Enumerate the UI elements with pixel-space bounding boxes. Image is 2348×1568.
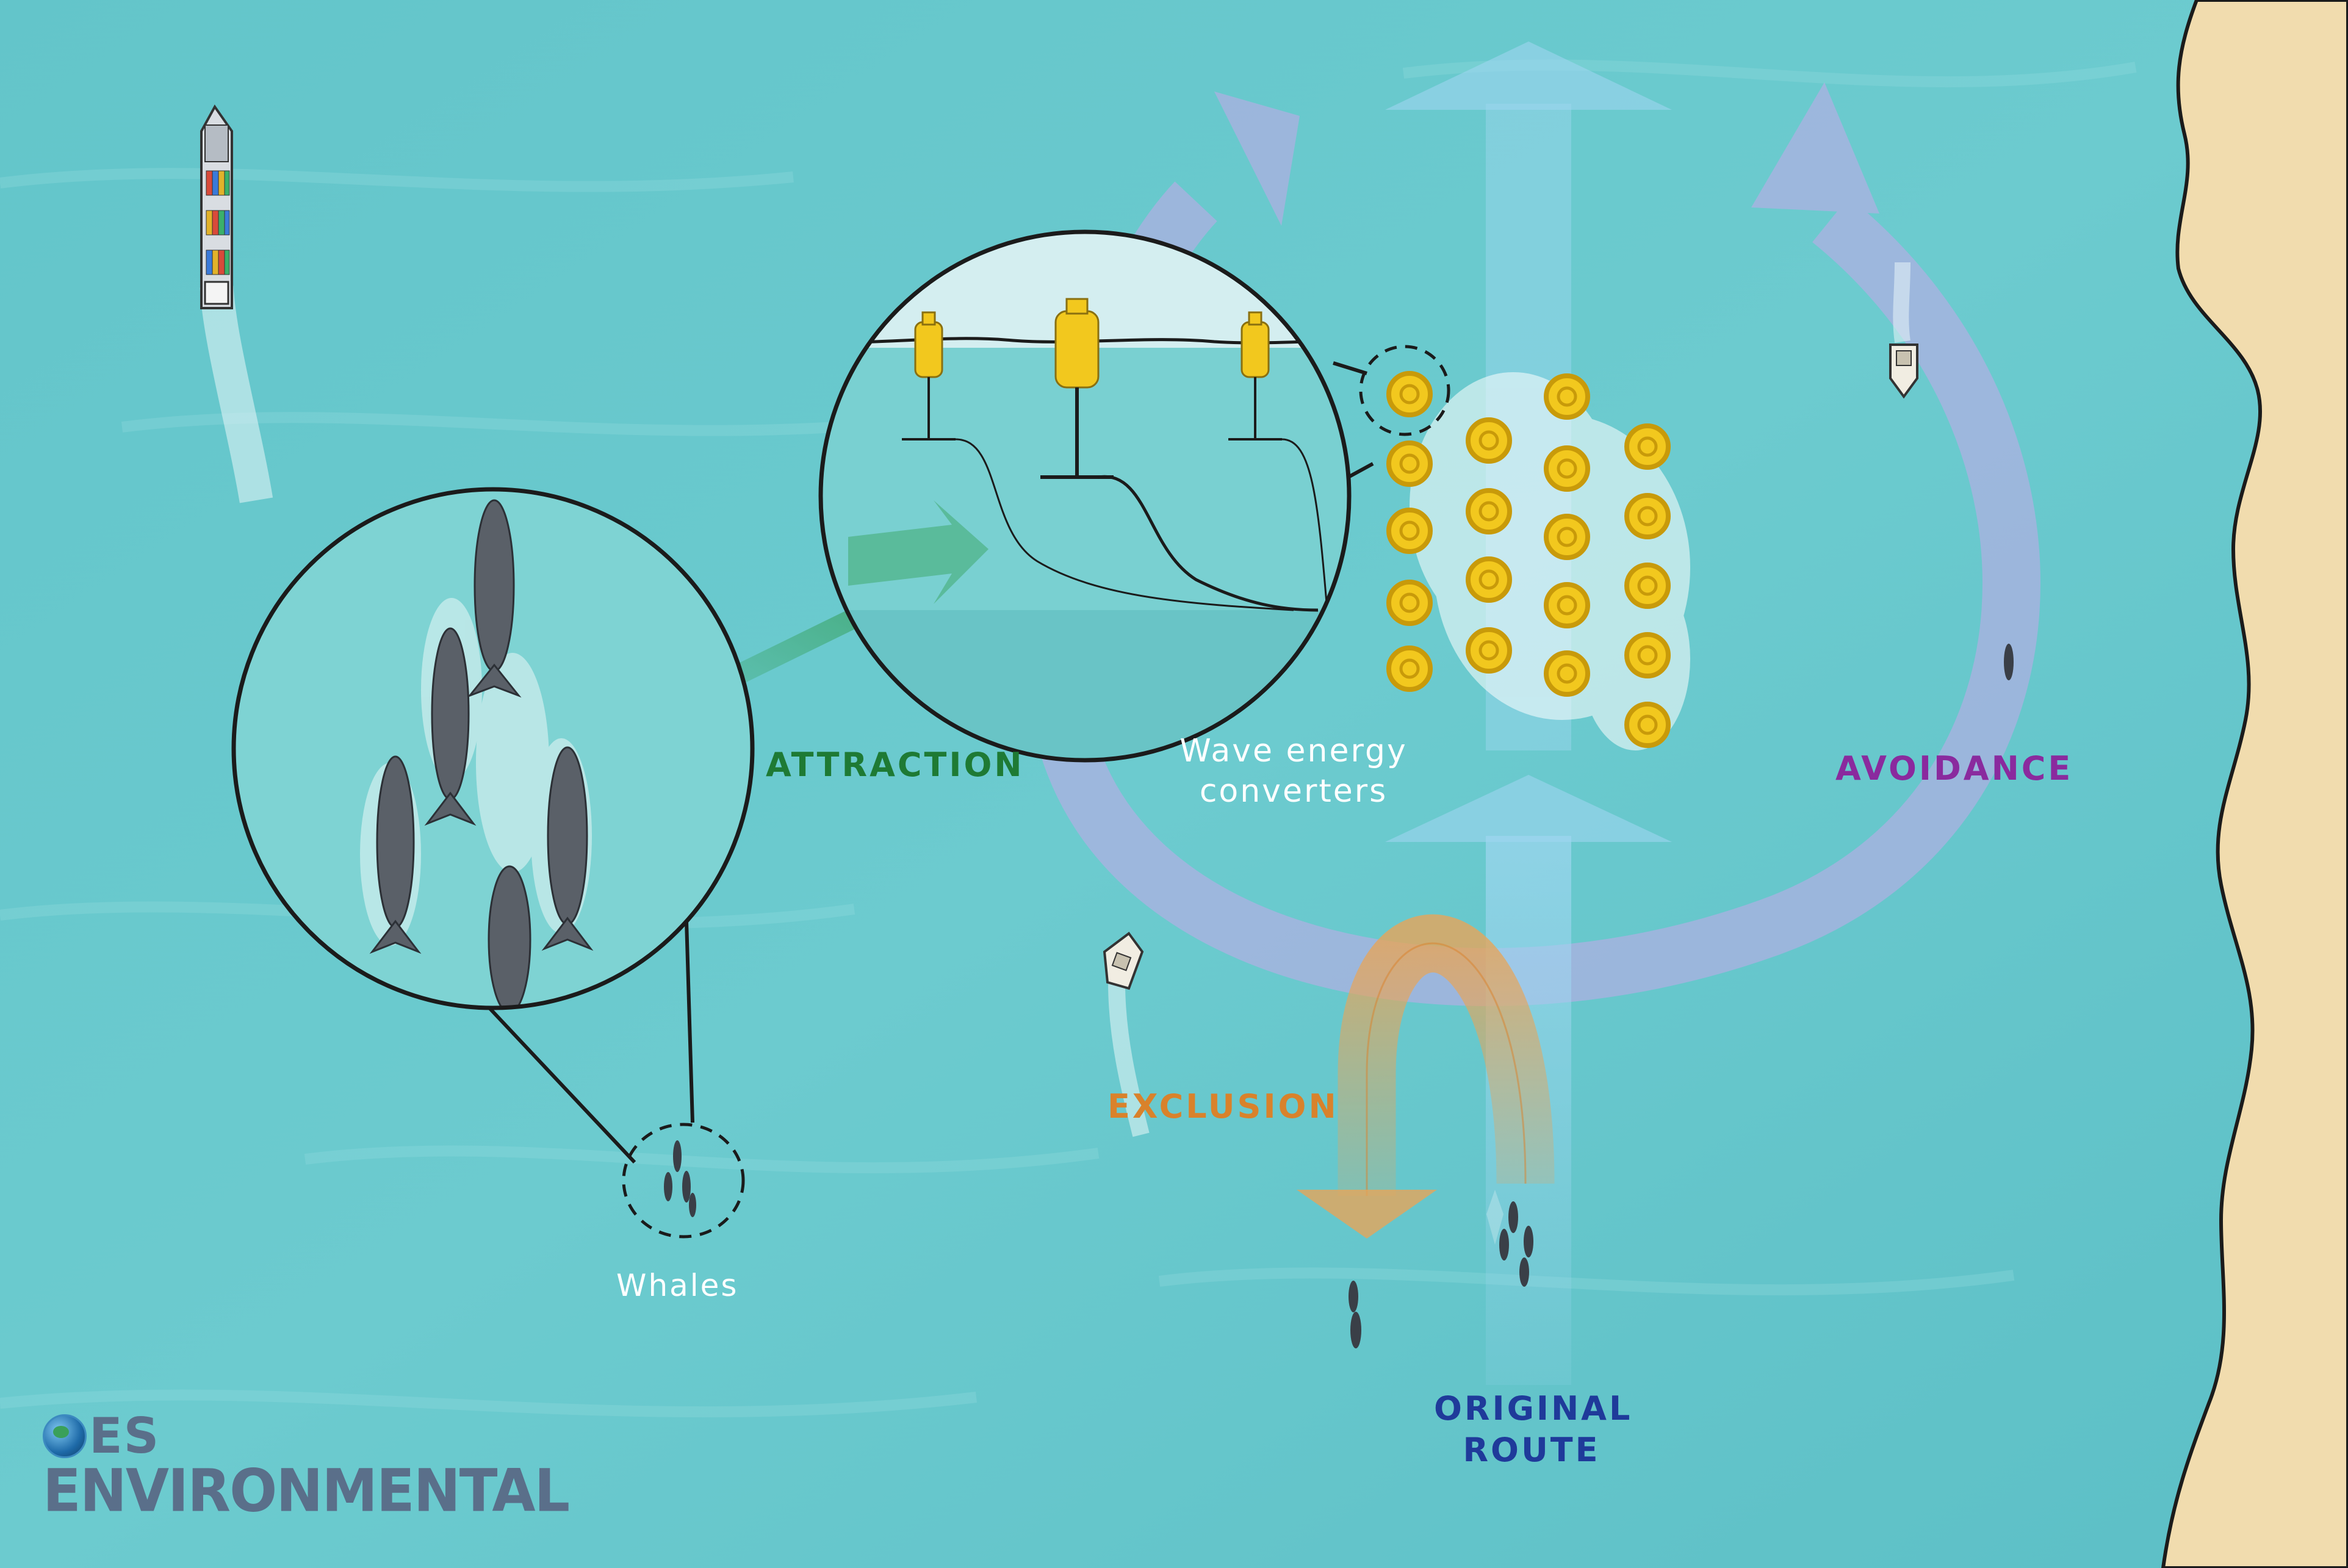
shoreline-beach <box>2161 0 2348 1568</box>
whale-icon <box>673 1140 682 1172</box>
original-route-label-line1: ORIGINAL <box>1434 1389 1633 1428</box>
whales-excluded <box>1349 1281 1361 1348</box>
wave-energy-converters-label: Wave energy converters <box>1159 731 1428 811</box>
whale-icon <box>541 746 594 951</box>
whale-icon <box>689 1193 696 1217</box>
exclusion-label: EXCLUSION <box>1107 1087 1339 1126</box>
buoy-icon <box>1040 298 1114 479</box>
buoy-icon <box>1228 311 1282 441</box>
exclusion-arrowhead <box>1297 1190 1437 1239</box>
oes-environmental-logo: ES ENVIRONMENTAL <box>43 1409 570 1525</box>
logo-top-text: ES <box>89 1408 160 1464</box>
whale-magnifier <box>231 487 755 1164</box>
buoy-icon <box>902 311 956 441</box>
boat-icon <box>1103 932 1150 1137</box>
globe-icon <box>43 1414 87 1458</box>
wave-energy-label-line2: converters <box>1199 773 1388 810</box>
whales-original-route <box>1486 1190 1533 1287</box>
wave-energy-label-line1: Wave energy <box>1179 733 1408 769</box>
whale-icon <box>664 1172 672 1201</box>
whale-icon <box>682 1171 691 1203</box>
converter-dot <box>1386 371 1671 748</box>
avoidance-arrowhead-right <box>1751 82 1879 214</box>
logo-bottom-text: ENVIRONMENTAL <box>43 1456 570 1525</box>
whale-icon <box>1499 1229 1509 1261</box>
avoidance-arrowhead-left <box>1214 92 1300 226</box>
exclusion-arrow <box>1297 914 1555 1239</box>
whale-icon <box>1508 1201 1518 1233</box>
original-route-label-line2: ROUTE <box>1463 1431 1601 1469</box>
attraction-label: ATTRACTION <box>766 746 1025 784</box>
whale-avoidance <box>2004 644 2014 680</box>
whales-label: Whales <box>616 1268 739 1303</box>
container-ship-icon <box>200 104 273 503</box>
whale-icon <box>1524 1226 1533 1257</box>
wave-energy-converter-array <box>1359 345 1690 750</box>
whale-icon <box>1350 1312 1361 1348</box>
whale-icon <box>2004 644 2014 680</box>
avoidance-label: AVOIDANCE <box>1835 749 2073 788</box>
whale-icon <box>369 755 422 954</box>
boat-icon <box>1889 262 1918 399</box>
whale-pod-highlight <box>622 1123 745 1239</box>
whale-icon <box>488 865 531 1008</box>
whale-icon <box>424 627 477 826</box>
whale-icon <box>1349 1281 1358 1312</box>
converter-highlight-circle <box>1359 345 1450 436</box>
whale-icon <box>467 499 522 698</box>
whale-icon <box>1519 1257 1529 1287</box>
original-route-label: ORIGINAL ROUTE <box>1434 1388 1633 1471</box>
logo-top: ES <box>43 1409 569 1463</box>
